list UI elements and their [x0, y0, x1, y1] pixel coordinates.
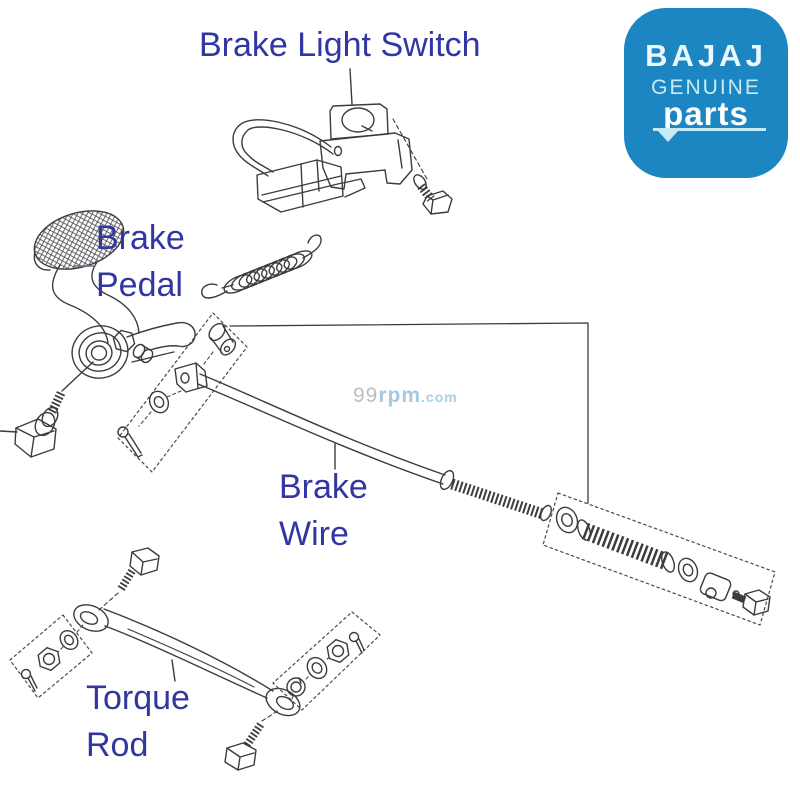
brake-cable-drawing [197, 373, 552, 522]
label-brake-wire-line1: Brake [279, 468, 368, 506]
torque-rod-right-fastener-box [272, 611, 381, 711]
watermark-tld: .com [421, 389, 458, 405]
torque-rod-left-fastener-box [9, 614, 93, 699]
switch-bolt-drawing [392, 118, 453, 215]
torque-rod-rear-bolt-drawing [224, 709, 280, 771]
logo-underline [653, 128, 766, 131]
logo-arrow-icon [658, 131, 678, 142]
watermark-number: 99 [353, 384, 379, 407]
brake-pedal-drawing [33, 210, 196, 379]
logo-brand-text: BAJAJ [645, 38, 767, 73]
label-brake-pedal-line2: Pedal [96, 266, 183, 304]
cable-kit-leader-line [229, 322, 589, 504]
logo-genuine-text: GENUINE [651, 76, 761, 99]
return-spring-drawing [201, 234, 322, 299]
adjuster-spring-kit-box [542, 492, 776, 626]
clevis-pin-kit-box [117, 312, 248, 473]
torque-rod-front-bolt-drawing [98, 547, 160, 611]
bajaj-genuine-parts-logo: BAJAJ GENUINE parts [624, 8, 788, 178]
brake-light-switch-drawing [232, 103, 413, 213]
logo-parts-text: parts [663, 95, 749, 132]
label-torque-rod-line2: Rod [86, 726, 149, 764]
label-torque-rod-line1: Torque [86, 679, 190, 717]
pedal-pivot-bolt-drawing [0, 361, 94, 458]
label-brake-wire-line2: Wire [279, 515, 349, 553]
watermark: 99rpm.com [353, 384, 458, 408]
label-brake-pedal-line1: Brake [96, 219, 185, 257]
label-brake-light-switch: Brake Light Switch [199, 26, 481, 64]
watermark-name: rpm [378, 384, 422, 407]
switch-leader-line [349, 68, 353, 105]
